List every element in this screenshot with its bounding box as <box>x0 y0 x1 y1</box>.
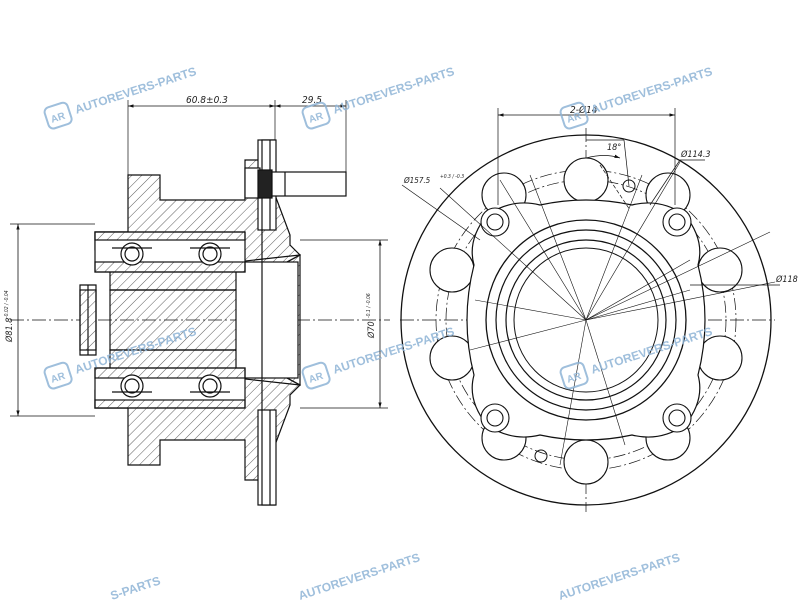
dim-flange-label: Ø118 <box>775 274 798 285</box>
front-view <box>400 108 780 512</box>
watermark-7: S-PARTS <box>109 574 163 600</box>
hub-ring-4 <box>513 247 659 393</box>
watermark-text: AUTOREVERS-PARTS <box>331 64 456 117</box>
watermark-logo-text: AR <box>308 371 326 386</box>
stud-holes <box>480 207 692 433</box>
dim-pcd-large-tol: +0.3 / -0.3 <box>440 174 464 180</box>
dim-outer-dia-tol: -0.02 / -0.04 <box>4 290 10 318</box>
dim-inner-dia-tol: -0.1 / -0.06 <box>366 293 372 318</box>
watermark-text: AUTOREVERS-PARTS <box>589 64 714 117</box>
dim-stud-label: 29.5 <box>302 95 322 106</box>
watermark-logo-text: AR <box>50 111 68 126</box>
watermark-9: AUTOREVERS-PARTS <box>557 550 682 600</box>
watermark-logo-icon <box>301 101 331 130</box>
watermark-logo-icon <box>43 101 73 130</box>
watermark-logo-icon <box>559 361 589 390</box>
dim-pcd-small-label: Ø114.3 <box>680 149 711 160</box>
watermark-2: AR AUTOREVERS-PARTS <box>301 64 456 130</box>
watermark-8: AUTOREVERS-PARTS <box>297 550 422 600</box>
dim-width-label: 60.8±0.3 <box>186 95 228 106</box>
wheel-stud <box>244 167 347 199</box>
watermark-logo-text: AR <box>566 371 584 386</box>
watermark-text-cut: S-PARTS <box>109 574 163 600</box>
dim-inner-dia-label: Ø70 <box>366 321 377 339</box>
hub-ring-3 <box>505 239 667 401</box>
dim-angle-arc <box>585 154 621 159</box>
watermark-text-cut: AUTOREVERS-PARTS <box>297 550 422 600</box>
watermark-logo-icon <box>301 361 331 390</box>
bearing-upper <box>94 231 246 273</box>
watermark-text: AUTOREVERS-PARTS <box>73 64 198 117</box>
small-hole-top <box>622 179 636 193</box>
dim-outer-dia-label: Ø81.8 <box>4 318 15 343</box>
hub-inner-cavity <box>235 261 299 379</box>
watermark-logo-icon <box>43 361 73 390</box>
dim-angle-label: 18° <box>607 143 621 153</box>
hub-ring-2 <box>495 229 677 411</box>
watermark-logo-text: AR <box>308 111 326 126</box>
watermark-text-cut: AUTOREVERS-PARTS <box>557 550 682 600</box>
flange-lower <box>257 409 277 506</box>
watermark-logo-text: AR <box>566 111 584 126</box>
watermark-logo-icon <box>559 101 589 130</box>
watermark-logo-text: AR <box>50 371 68 386</box>
watermark-3: AR AUTOREVERS-PARTS <box>559 64 714 130</box>
dim-pcd-large-label: Ø157.5 <box>403 175 431 185</box>
bearing-lower <box>94 367 246 409</box>
side-section-view <box>10 100 390 506</box>
small-hole-bottom <box>534 449 548 463</box>
watermark-1: AR AUTOREVERS-PARTS <box>43 64 198 130</box>
